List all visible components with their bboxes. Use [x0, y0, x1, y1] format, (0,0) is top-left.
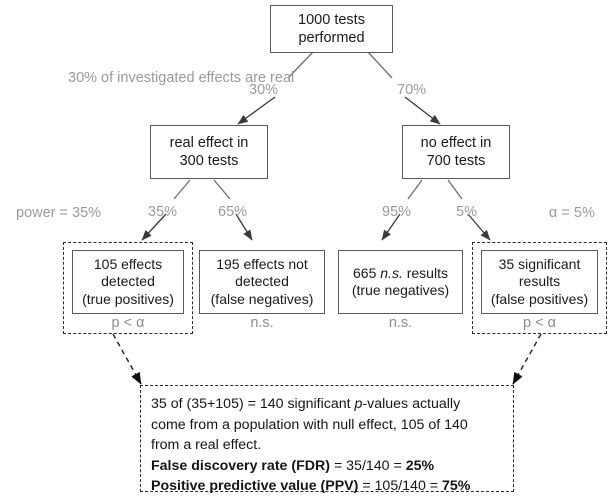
dashed-group-false-positives	[472, 242, 607, 334]
node-real-effect-line1: real effect in	[169, 135, 249, 151]
verdict-false-negatives: n.s.	[250, 315, 274, 331]
node-no-effect-line1: no effect in	[420, 135, 492, 151]
summary-box: 35 of (35+105) = 140 significant p-value…	[140, 385, 514, 494]
node-false-positives-line2: results	[518, 273, 561, 290]
node-no-effect-line2: 700 tests	[426, 153, 486, 169]
node-false-negatives-line2: detected	[235, 273, 289, 290]
summary-line1-a: 35 of (35+105) = 140 significant	[151, 396, 355, 412]
annotation-prior-line2: effects are real	[198, 70, 295, 86]
edge-label-35-percent: 35%	[148, 204, 178, 220]
node-root: 1000 tests performed	[270, 5, 393, 53]
node-true-negatives-line1: 665 n.s. results	[353, 265, 448, 283]
node-real-effect: real effect in 300 tests	[150, 125, 268, 179]
node-real-effect-line2: 300 tests	[179, 153, 239, 169]
summary-ppv-value: 75%	[442, 478, 471, 494]
node-true-negatives-line1-em: n.s.	[380, 264, 403, 281]
node-true-negatives-line2: (true negatives)	[351, 282, 450, 298]
summary-fdr-mid: = 35/140 =	[330, 457, 406, 474]
node-true-negatives-line1-post: results	[402, 264, 448, 281]
summary-line2: come from a population with null effect,…	[151, 416, 468, 433]
node-true-negatives-line1-pre: 665	[353, 264, 381, 281]
dashed-group-true-positives	[63, 242, 193, 334]
node-false-negatives-line3: (false negatives)	[210, 290, 314, 307]
node-true-negatives: 665 n.s. results (true negatives)	[338, 250, 463, 314]
node-root-line2: performed	[298, 30, 365, 46]
summary-line1-em: p	[354, 396, 363, 412]
annotation-prior: 30% of investigated effects are real	[68, 69, 294, 88]
node-true-positives-line1: 105 effects	[93, 255, 163, 272]
edge-label-70-percent: 70%	[397, 82, 427, 98]
edge-label-95-percent: 95%	[382, 204, 412, 220]
summary-fdr-label: False discovery rate (FDR)	[151, 457, 330, 474]
summary-fdr-value: 25%	[405, 457, 435, 474]
summary-fdr-row: False discovery rate (FDR) = 35/140 = 25…	[151, 456, 503, 477]
summary-ppv-row: Positive predictive value (PPV) = 105/14…	[151, 476, 503, 497]
node-false-negatives: 195 effects not detected (false negative…	[199, 250, 325, 314]
node-false-positives: 35 significant results (false positives)	[481, 250, 598, 314]
node-no-effect: no effect in 700 tests	[402, 125, 510, 179]
summary-line1-b: -values actually	[362, 396, 461, 412]
verdict-true-negatives: n.s.	[388, 315, 413, 331]
edge-true-positives-to-summary	[112, 333, 142, 385]
summary-ppv-label: Positive predictive value (PPV)	[151, 478, 359, 494]
node-true-positives-line2: detected	[101, 273, 155, 290]
edge-label-5-percent: 5%	[456, 204, 477, 220]
node-false-negatives-line1: 195 effects not	[216, 255, 308, 272]
edge-label-30-percent: 30%	[249, 82, 279, 98]
node-true-positives-line3: (true positives)	[82, 290, 174, 307]
summary-line3: from a real effect.	[151, 437, 262, 453]
annotation-alpha: α = 5%	[549, 205, 595, 221]
summary-ppv-mid: = 105/140 =	[358, 478, 442, 494]
node-root-line1: 1000 tests	[298, 12, 365, 28]
node-true-positives: 105 effects detected (true positives)	[72, 250, 184, 314]
annotation-power: power = 35%	[16, 205, 102, 221]
node-false-positives-line1: 35 significant	[498, 255, 581, 272]
verdict-false-positives: p < α	[523, 315, 556, 331]
annotation-prior-line1: 30% of investigated	[68, 70, 195, 86]
edge-label-65-percent: 65%	[218, 204, 248, 220]
node-false-positives-line3: (false positives)	[490, 290, 589, 307]
edge-false-positives-to-summary	[512, 333, 542, 385]
summary-line1: 35 of (35+105) = 140 significant p-value…	[151, 394, 503, 415]
verdict-true-positives: p < α	[111, 315, 145, 331]
